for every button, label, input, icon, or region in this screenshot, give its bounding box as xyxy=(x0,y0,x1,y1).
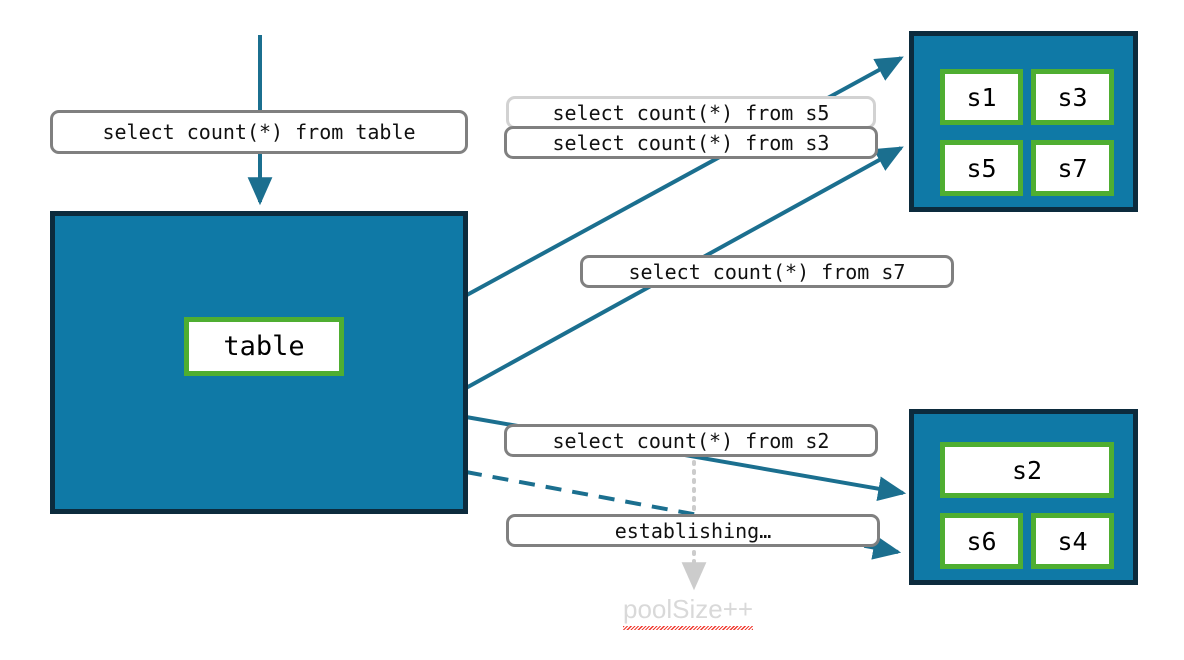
shard-node-s7[interactable]: s7 xyxy=(1031,140,1114,196)
shard-node-s4[interactable]: s4 xyxy=(1031,513,1114,569)
shard-node-s5[interactable]: s5 xyxy=(940,140,1023,196)
callout-query-s3[interactable]: select count(*) from s3 xyxy=(504,126,878,159)
shard-group-top-panel[interactable]: s1 s3 s5 s7 xyxy=(909,31,1138,212)
shard-node-s6[interactable]: s6 xyxy=(940,513,1023,569)
shard-node-s2[interactable]: s2 xyxy=(940,442,1114,498)
callout-query-s2[interactable]: select count(*) from s2 xyxy=(504,424,878,457)
table-node[interactable]: table xyxy=(184,317,344,376)
shard-node-s1[interactable]: s1 xyxy=(940,69,1023,125)
poolsize-annotation-text: poolSize++ xyxy=(623,594,754,630)
poolsize-annotation: poolSize++ xyxy=(623,594,754,630)
callout-query-s5[interactable]: select count(*) from s5 xyxy=(506,96,876,129)
table-panel[interactable]: table xyxy=(50,211,468,514)
callout-query-s7[interactable]: select count(*) from s7 xyxy=(580,255,954,288)
callout-source-query[interactable]: select count(*) from table xyxy=(50,110,468,154)
shard-group-bottom-panel[interactable]: s2 s6 s4 xyxy=(909,409,1138,585)
shard-node-s3[interactable]: s3 xyxy=(1031,69,1114,125)
callout-establishing[interactable]: establishing… xyxy=(506,514,880,547)
